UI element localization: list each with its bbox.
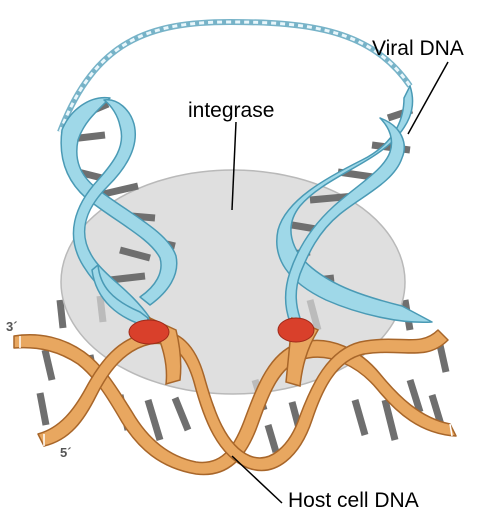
active-site-left <box>129 320 169 344</box>
host-cell-dna-label: Host cell DNA <box>288 490 419 511</box>
five-prime-label: 5´ <box>60 446 72 459</box>
three-prime-label: 3´ <box>6 320 18 333</box>
active-site-right <box>278 318 314 342</box>
integrase-label: integrase <box>188 100 274 121</box>
viral-dna-label: Viral DNA <box>372 38 464 59</box>
viral-dna-pointer <box>408 62 448 134</box>
